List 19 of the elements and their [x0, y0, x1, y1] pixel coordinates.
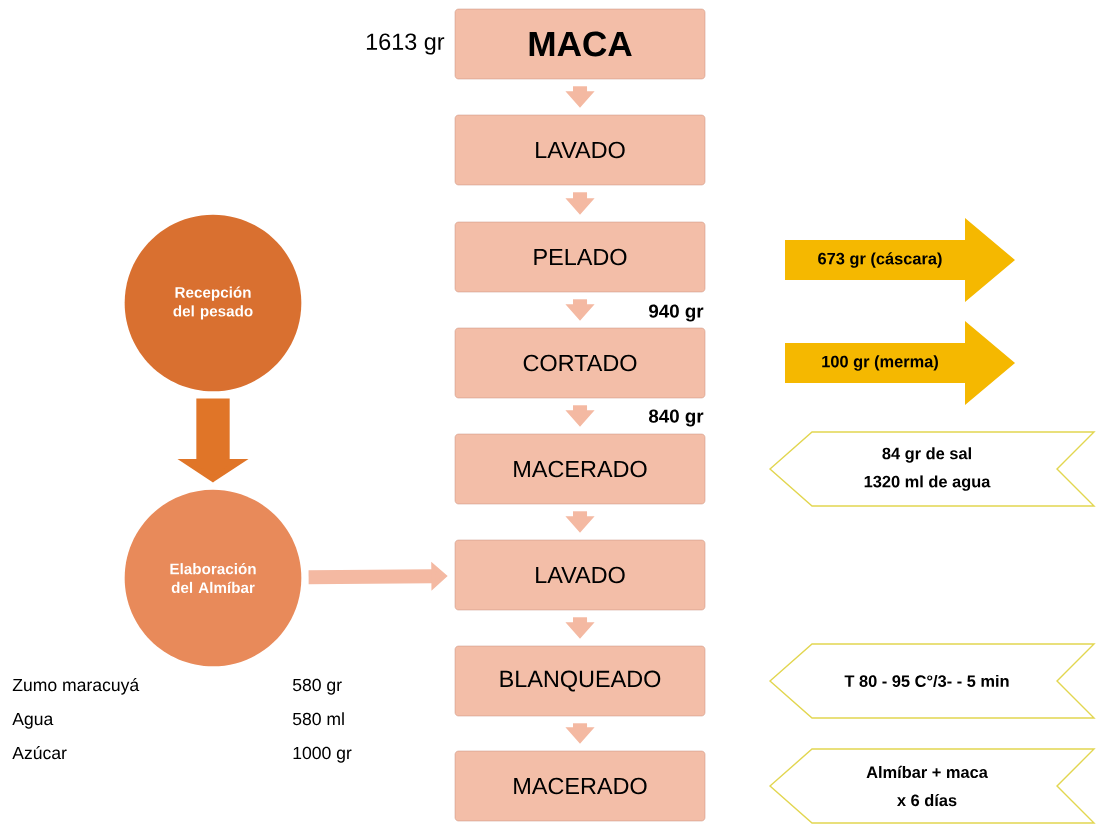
yield-banner: 100 gr (merma) — [785, 321, 1015, 405]
ingredient-text: Azúcar — [12, 746, 67, 760]
ingredient-text: 1000 gr — [293, 746, 352, 763]
process-box: BLANQUEADO — [454, 645, 706, 717]
edge-label: 840 gr — [648, 409, 704, 427]
yield-banner: 673 gr (cáscara) — [785, 218, 1015, 302]
process-box: LAVADO — [454, 114, 706, 186]
process-box: MACA — [454, 8, 706, 80]
process-box: PELADO — [454, 221, 706, 293]
ingredient-text: 580 gr — [292, 678, 342, 695]
process-box: LAVADO — [454, 539, 706, 611]
process-box: MACERADO — [454, 750, 706, 822]
weight-label: 1613 gr — [366, 33, 445, 55]
ingredient-text: Zumo maracuyá — [12, 678, 140, 695]
process-box: MACERADO — [454, 433, 706, 505]
edge-label: 940 gr — [649, 304, 704, 322]
ingredient-text: 580 ml — [292, 712, 344, 726]
ingredient-text: Agua — [12, 712, 54, 729]
process-box: CORTADO — [454, 327, 706, 399]
